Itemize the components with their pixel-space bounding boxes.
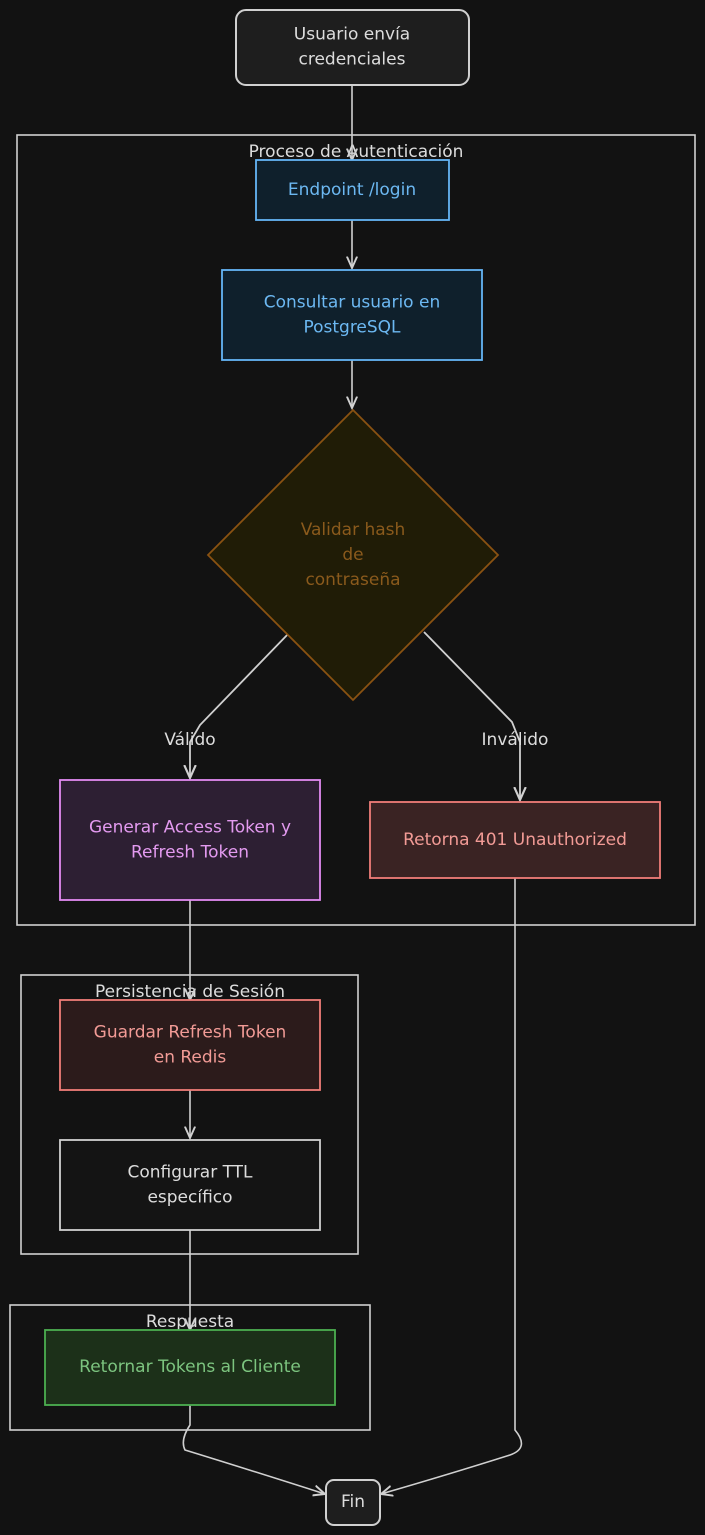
edge-return-end	[182, 1405, 325, 1494]
edge-validate-generate	[190, 631, 291, 778]
node-text-line: Retorna 401 Unauthorized	[403, 830, 627, 850]
node-ttl: Configurar TTL específico	[59, 1139, 321, 1231]
node-store: Guardar Refresh Token en Redis	[59, 999, 321, 1091]
node-start-text: Usuario envía credenciales	[294, 25, 410, 70]
node-ttl-text: Configurar TTL específico	[127, 1163, 253, 1208]
node-text-line: Retornar Tokens al Cliente	[79, 1357, 301, 1377]
edge-label-valido: Válido	[164, 730, 215, 750]
node-end: Fin	[325, 1479, 381, 1526]
node-validate: Validar hash de contraseña	[206, 408, 500, 702]
node-text-line: credenciales	[299, 50, 406, 70]
node-return-text: Retornar Tokens al Cliente	[79, 1357, 301, 1377]
node-text-line: Configurar TTL	[127, 1163, 253, 1183]
node-text-line: Validar hash	[301, 520, 406, 540]
node-text-line: contraseña	[305, 570, 400, 590]
node-text-line: Guardar Refresh Token	[94, 1023, 287, 1043]
node-query: Consultar usuario en PostgreSQL	[221, 269, 483, 361]
node-text-line: específico	[147, 1188, 232, 1208]
edges	[182, 85, 523, 1494]
node-text-line: Refresh Token	[131, 843, 249, 863]
node-text-line: Fin	[341, 1492, 365, 1512]
node-text-line: PostgreSQL	[303, 318, 401, 338]
node-unauth-text: Retorna 401 Unauthorized	[403, 830, 627, 850]
node-validate-text: Validar hash de contraseña	[301, 520, 406, 590]
node-text-line: Endpoint /login	[288, 180, 416, 200]
group-autenticacion-label: Proceso de Autenticación	[249, 142, 464, 162]
node-text-line: en Redis	[154, 1048, 227, 1068]
edge-validate-unauth	[423, 631, 520, 800]
node-end-text: Fin	[341, 1492, 365, 1512]
node-login-text: Endpoint /login	[288, 180, 416, 200]
edge-unauth-end	[381, 878, 523, 1494]
node-login: Endpoint /login	[255, 159, 450, 221]
node-text-line: Generar Access Token y	[89, 818, 291, 838]
node-text-line: Usuario envía	[294, 25, 410, 45]
node-text-line: Consultar usuario en	[264, 293, 440, 313]
node-unauth: Retorna 401 Unauthorized	[369, 801, 661, 879]
node-text-line: de	[342, 545, 363, 565]
node-generate-text: Generar Access Token y Refresh Token	[89, 818, 291, 863]
node-query-text: Consultar usuario en PostgreSQL	[264, 293, 440, 338]
node-store-text: Guardar Refresh Token en Redis	[94, 1023, 287, 1068]
node-start: Usuario envía credenciales	[235, 9, 470, 86]
node-generate: Generar Access Token y Refresh Token	[59, 779, 321, 901]
node-return: Retornar Tokens al Cliente	[44, 1329, 336, 1406]
edge-label-invalido: Inválido	[482, 730, 549, 750]
